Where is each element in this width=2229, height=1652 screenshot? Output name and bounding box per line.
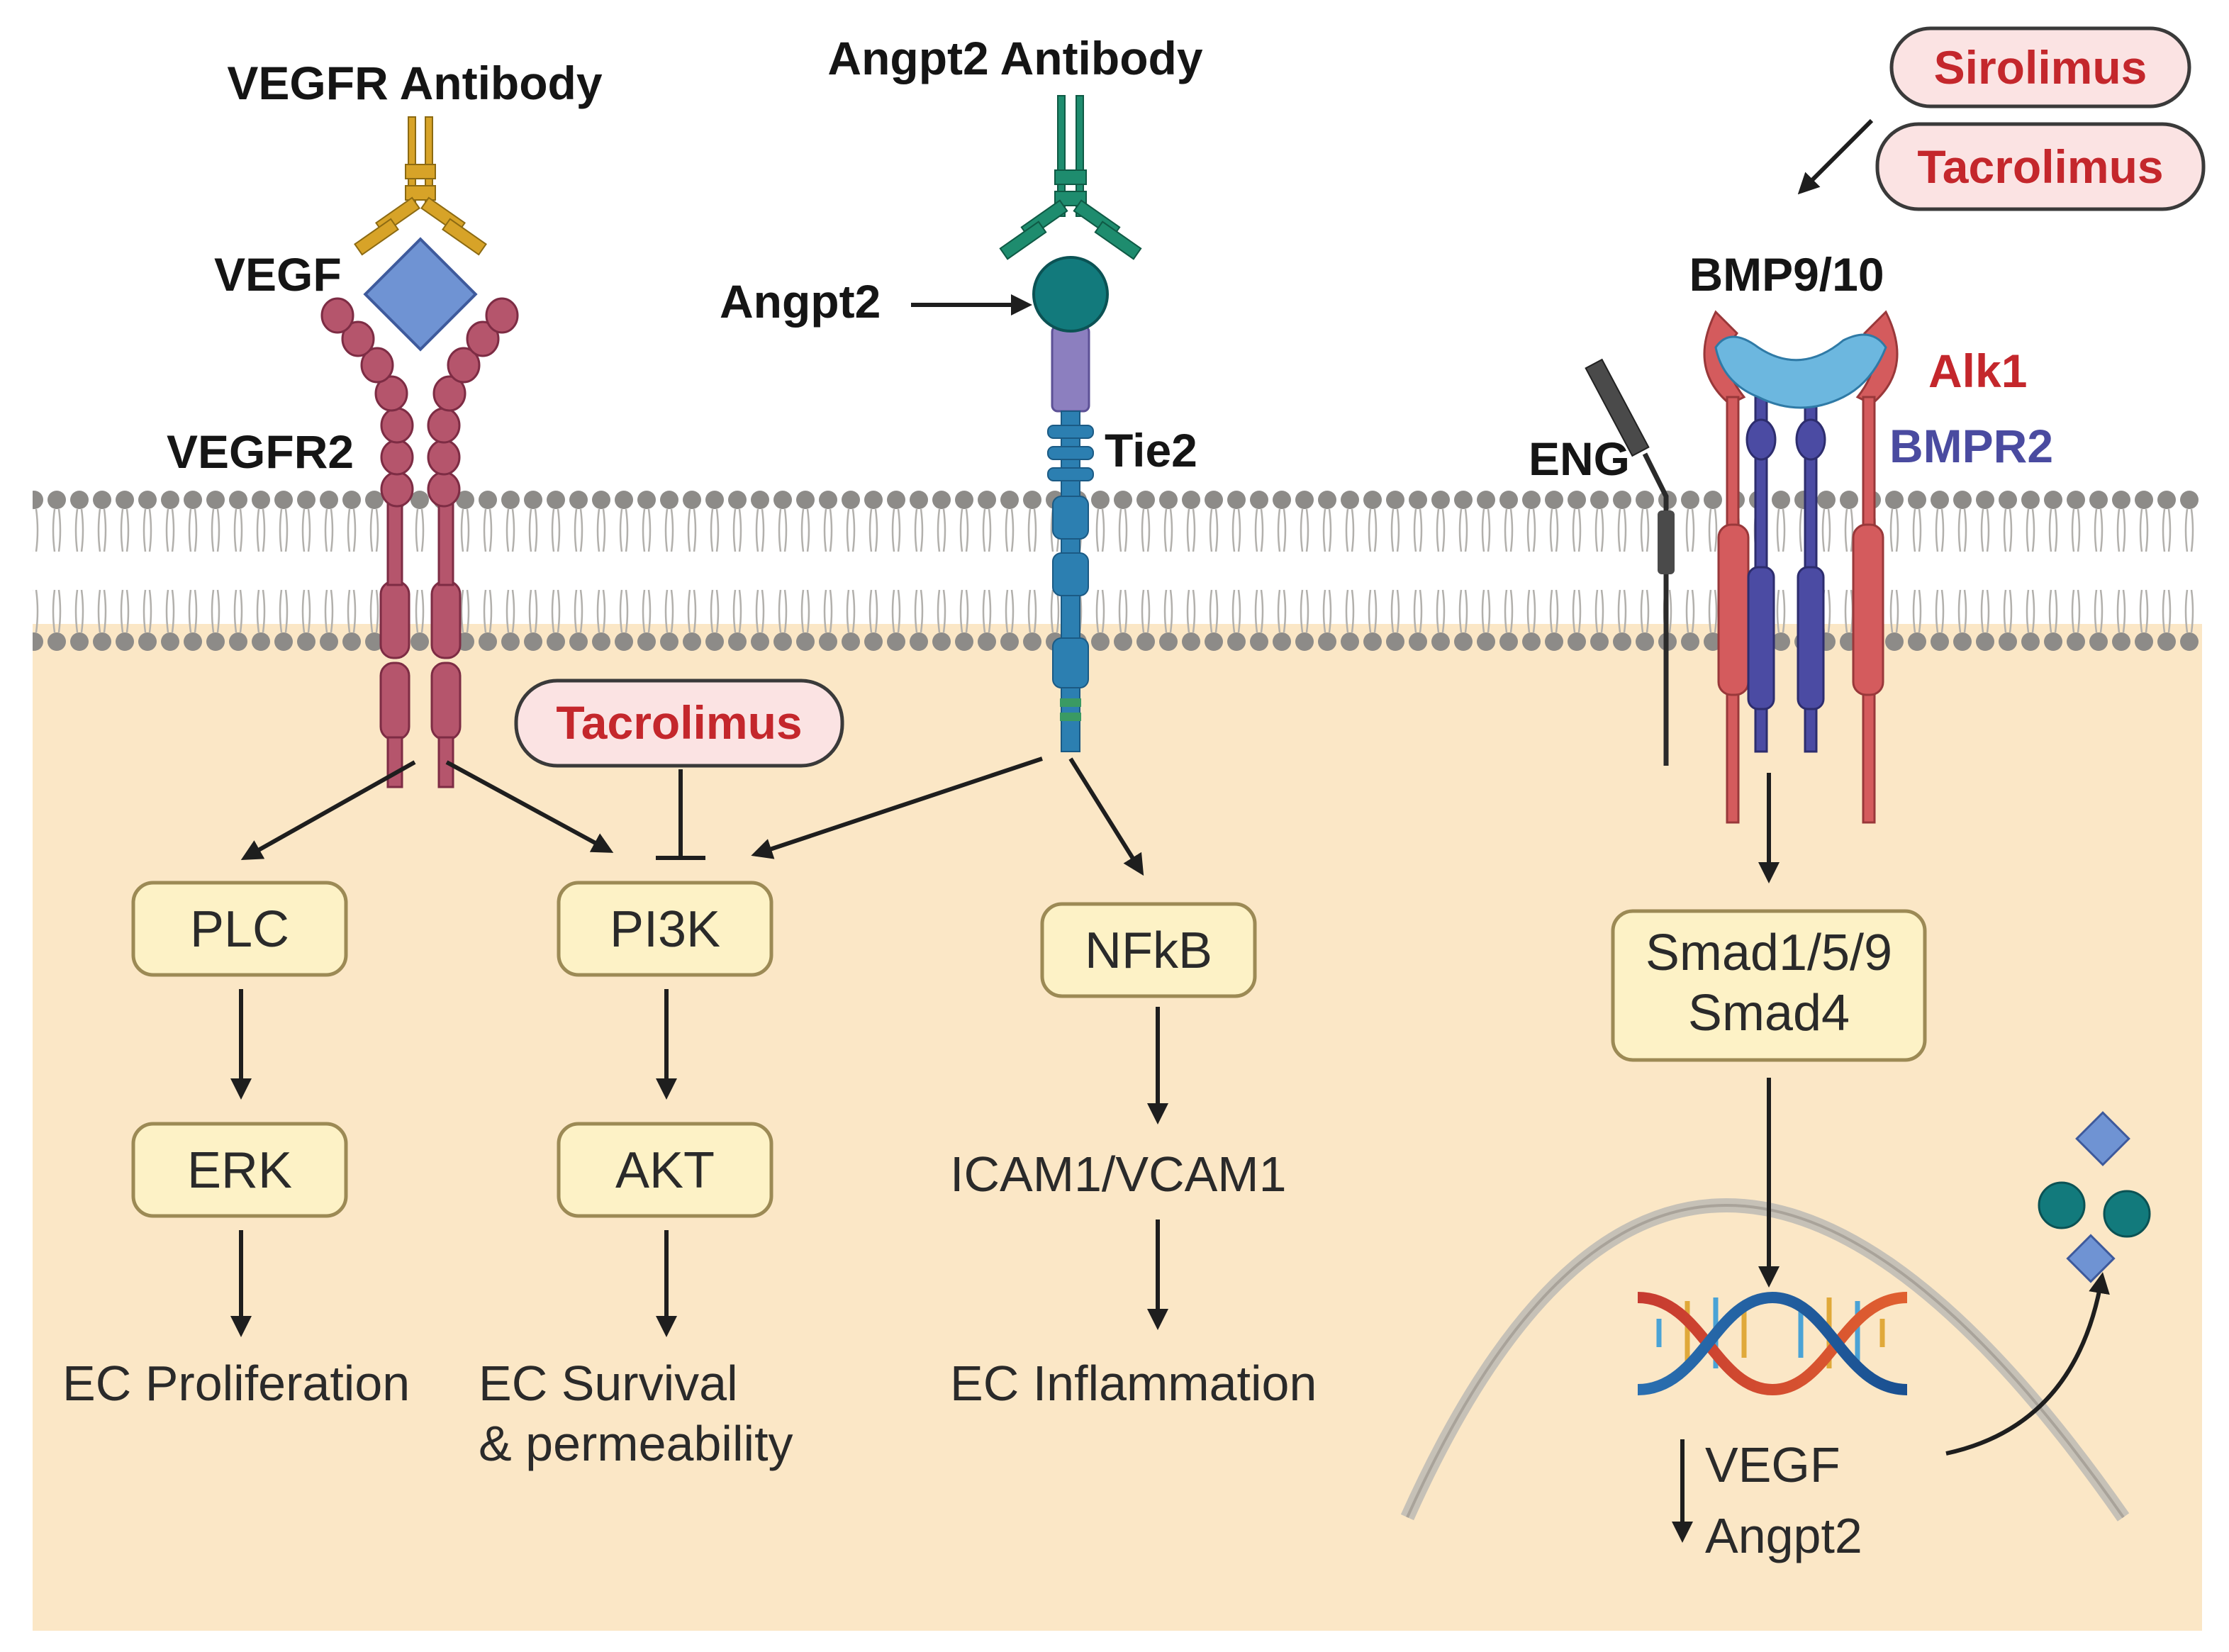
angpt2-label: Angpt2 <box>720 275 881 328</box>
vegf-label: VEGF <box>214 248 342 301</box>
tacrolimus-center-box <box>514 679 844 768</box>
ec-survival-label-line2: & permeability <box>479 1416 793 1471</box>
pi3k-box <box>557 881 773 977</box>
tacrolimus-right-label: Tacrolimus <box>1917 140 2163 193</box>
tacrolimus-center-label: Tacrolimus <box>556 696 802 749</box>
smad-node-line2: Smad4 <box>1688 985 1850 1042</box>
nfkb-node: NFkB <box>1085 922 1212 979</box>
eng-coreceptor <box>1585 358 1675 766</box>
sirolimus-label: Sirolimus <box>1934 41 2147 94</box>
tacrolimus-right-box <box>1875 122 2206 211</box>
bmpr2-receptor <box>1745 396 1826 753</box>
tie2-receptor <box>1047 325 1094 752</box>
akt-node: AKT <box>615 1142 715 1199</box>
ec-inflammation-label: EC Inflammation <box>950 1356 1317 1411</box>
angpt2-ligand <box>1032 256 1109 333</box>
bmp9-10-ligand <box>1714 333 1887 409</box>
eng-label: ENG <box>1529 432 1630 485</box>
akt-box <box>557 1122 773 1218</box>
ec-survival-label-line1: EC Survival <box>479 1356 738 1411</box>
erk-box <box>131 1122 348 1218</box>
tie2-label: Tie2 <box>1105 424 1197 476</box>
cytoplasm <box>33 624 2202 1631</box>
nucleus-envelope <box>1400 1198 2130 1522</box>
angpt2-antibody-label: Angpt2 Antibody <box>827 32 1202 84</box>
vegf-output-label: VEGF <box>1705 1437 1840 1492</box>
alk1-label: Alk1 <box>1928 345 2027 397</box>
icam-vcam-label: ICAM1/VCAM1 <box>950 1146 1287 1202</box>
pathway-arrows <box>230 118 2110 1543</box>
bmpr2-label: BMPR2 <box>1889 420 2053 472</box>
vegfr2-label: VEGFR2 <box>167 425 354 478</box>
vegf-ligand <box>363 237 478 352</box>
nfkb-box <box>1040 902 1257 998</box>
smad-box <box>1611 909 1927 1062</box>
bmp9-10-label: BMP9/10 <box>1689 248 1884 301</box>
dna-helix <box>1637 1291 1908 1396</box>
erk-node: ERK <box>187 1142 292 1199</box>
pi3k-node: PI3K <box>610 901 720 958</box>
released-ligands <box>2038 1111 2151 1283</box>
alk1-receptor <box>1703 310 1899 824</box>
plc-box <box>131 881 348 977</box>
angpt2-antibody <box>999 95 1142 260</box>
vegfr2-receptor <box>320 297 519 788</box>
vegfr-antibody <box>354 116 487 256</box>
sirolimus-box <box>1889 26 2191 108</box>
vegfr-antibody-label: VEGFR Antibody <box>227 57 602 109</box>
ec-proliferation-label: EC Proliferation <box>62 1356 410 1411</box>
smad-node-line1: Smad1/5/9 <box>1646 925 1892 981</box>
plc-node: PLC <box>190 901 289 958</box>
angpt2-output-label: Angpt2 <box>1705 1508 1862 1563</box>
